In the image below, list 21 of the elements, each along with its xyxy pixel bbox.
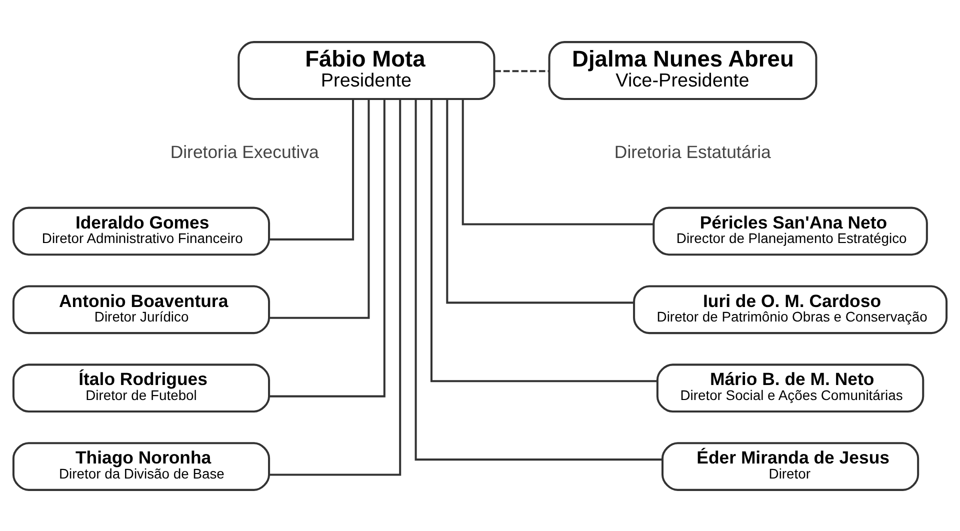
connector (430, 98, 658, 382)
node-box: Iuri de O. M. Cardoso Diretor de Patrimônio Obras e Conservação (633, 284, 948, 334)
connector (269, 98, 370, 318)
node-box: Djalma Nunes Abreu Vice-Presidente (548, 40, 818, 100)
connector (494, 70, 550, 72)
node-box: Thiago Noronha Diretor da Divisão de Base (12, 442, 270, 490)
connector (269, 98, 354, 240)
connector (446, 98, 634, 304)
node-box: Ítalo Rodrigues Diretor de Futebol (12, 363, 270, 412)
node-box: Fábio Mota Presidente (238, 40, 496, 100)
connector (462, 98, 654, 225)
node-box: Éder Miranda de Jesus Diretor (662, 442, 920, 490)
node-box: Péricles San'Ana Neto Director de Planejamento Estratégico (652, 206, 928, 256)
node-box: Ideraldo Gomes Diretor Administrativo Financeiro (12, 206, 270, 256)
connector (269, 98, 386, 397)
node-box: Antonio Boaventura Diretor Jurídico (12, 284, 270, 334)
node-box: Mário B. de M. Neto Diretor Social e Ações Comunitárias (656, 363, 924, 412)
connector (269, 98, 402, 476)
connector (414, 98, 662, 460)
label: Diretoria Executiva (170, 142, 319, 162)
label: Diretoria Estatutária (614, 142, 771, 162)
